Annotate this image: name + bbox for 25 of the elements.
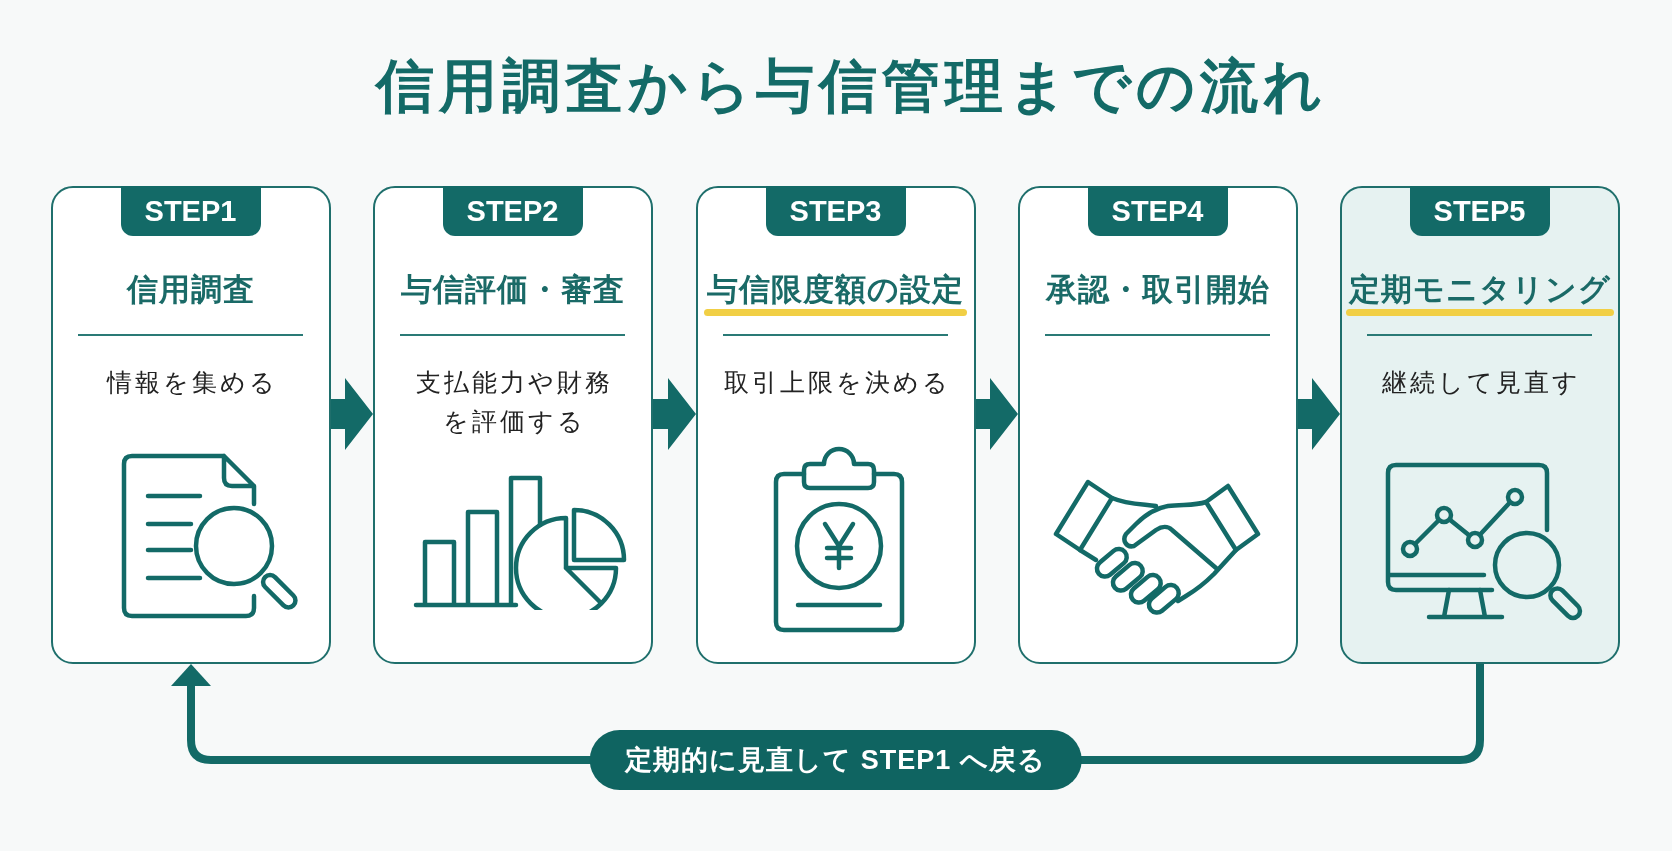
- arrow: [1298, 378, 1340, 450]
- step-card: [1340, 186, 1620, 664]
- step-heading: 与信評価・審査: [400, 272, 625, 308]
- step-heading: 承認・取引開始: [1045, 272, 1270, 308]
- step-tab: STEP3: [765, 185, 906, 236]
- arrow: [331, 378, 373, 450]
- step-card: [373, 186, 653, 664]
- step-heading: 定期モニタリング: [1348, 272, 1611, 308]
- edge-label: 定期的に見直して STEP1 へ戻る: [589, 730, 1082, 790]
- step-heading: 信用調査: [126, 272, 255, 308]
- step-heading: 与信限度額の設定: [707, 272, 964, 308]
- step-card: [1018, 186, 1298, 664]
- step-description: 支払能力や財務を評価する: [414, 367, 614, 437]
- step-tab: STEP2: [442, 185, 583, 236]
- arrow: [976, 378, 1018, 450]
- step-tab: STEP5: [1409, 185, 1550, 236]
- step-description: 継続して見直す: [1380, 367, 1582, 398]
- step-tab: STEP1: [120, 185, 261, 236]
- title: 信用調査から与信管理までの流れ: [375, 52, 1327, 120]
- arrow: [653, 378, 696, 450]
- step-tab: STEP4: [1087, 185, 1228, 236]
- step-card: [696, 186, 976, 664]
- step-description: 取引上限を決める: [722, 367, 952, 398]
- step-card: [51, 186, 331, 664]
- step-description: 情報を集める: [105, 367, 279, 398]
